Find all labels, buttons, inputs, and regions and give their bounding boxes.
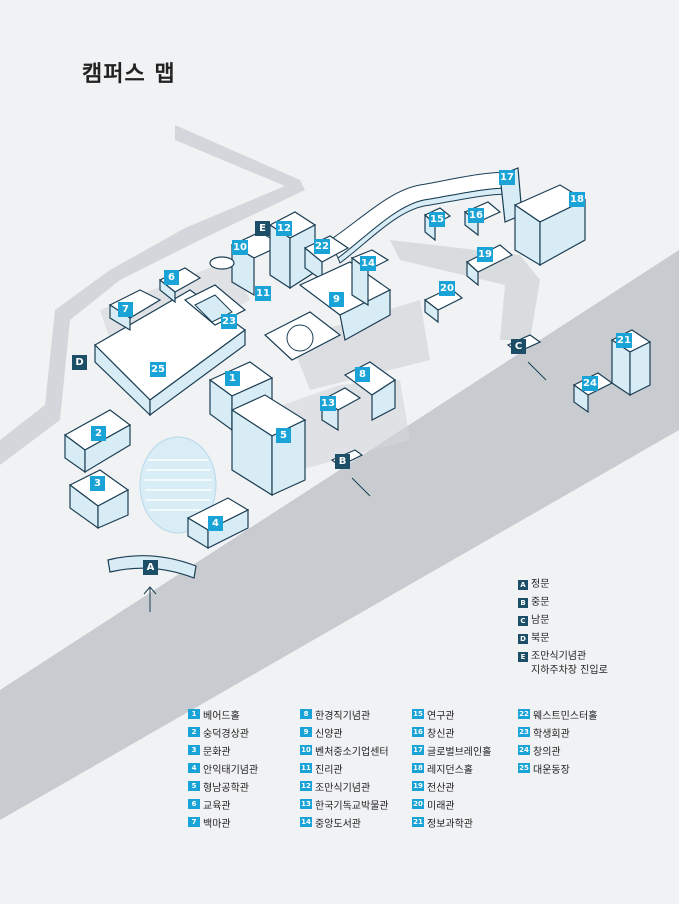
map-label-3[interactable]: 3 (90, 476, 105, 491)
map-label-7[interactable]: 7 (118, 302, 133, 317)
campus-road-east (390, 240, 540, 340)
map-label-21[interactable]: 21 (616, 333, 632, 348)
central-plaza-shape (263, 311, 342, 361)
map-label-18[interactable]: 18 (569, 192, 585, 207)
gate-marker-a[interactable]: A (143, 560, 158, 575)
main-road (0, 250, 679, 820)
building-5-shape (230, 394, 307, 497)
map-label-1[interactable]: 1 (225, 371, 240, 386)
building-4-shape (186, 497, 250, 550)
map-label-17[interactable]: 17 (499, 170, 515, 185)
track-field (139, 436, 217, 534)
building-9-14-shape (298, 249, 392, 341)
map-label-13[interactable]: 13 (320, 396, 336, 411)
map-label-24[interactable]: 24 (582, 376, 598, 391)
map-label-11[interactable]: 11 (255, 286, 271, 301)
map-label-14[interactable]: 14 (360, 256, 376, 271)
map-label-16[interactable]: 16 (468, 208, 484, 223)
map-label-6[interactable]: 6 (164, 270, 179, 285)
map-label-20[interactable]: 20 (439, 281, 455, 296)
map-label-19[interactable]: 19 (477, 247, 493, 262)
map-label-4[interactable]: 4 (208, 516, 223, 531)
map-label-2[interactable]: 2 (91, 426, 106, 441)
gate-marker-c[interactable]: C (511, 339, 526, 354)
gate-marker-b[interactable]: B (335, 454, 350, 469)
map-label-12[interactable]: 12 (276, 221, 292, 236)
map-label-22[interactable]: 22 (314, 239, 330, 254)
gate-marker-e[interactable]: E (255, 221, 270, 236)
page-title: 캠퍼스 맵 (82, 62, 176, 87)
campus-road-mid (290, 300, 430, 390)
building-2-shape (63, 409, 132, 474)
map-label-10[interactable]: 10 (232, 240, 248, 255)
map-label-5[interactable]: 5 (276, 428, 291, 443)
map-label-23[interactable]: 23 (221, 314, 237, 329)
map-label-8[interactable]: 8 (355, 367, 370, 382)
gate-marker-d[interactable]: D (72, 355, 87, 370)
campus-road-north (0, 125, 305, 465)
map-label-15[interactable]: 15 (429, 212, 445, 227)
map-label-25[interactable]: 25 (150, 362, 166, 377)
map-label-9[interactable]: 9 (329, 292, 344, 307)
